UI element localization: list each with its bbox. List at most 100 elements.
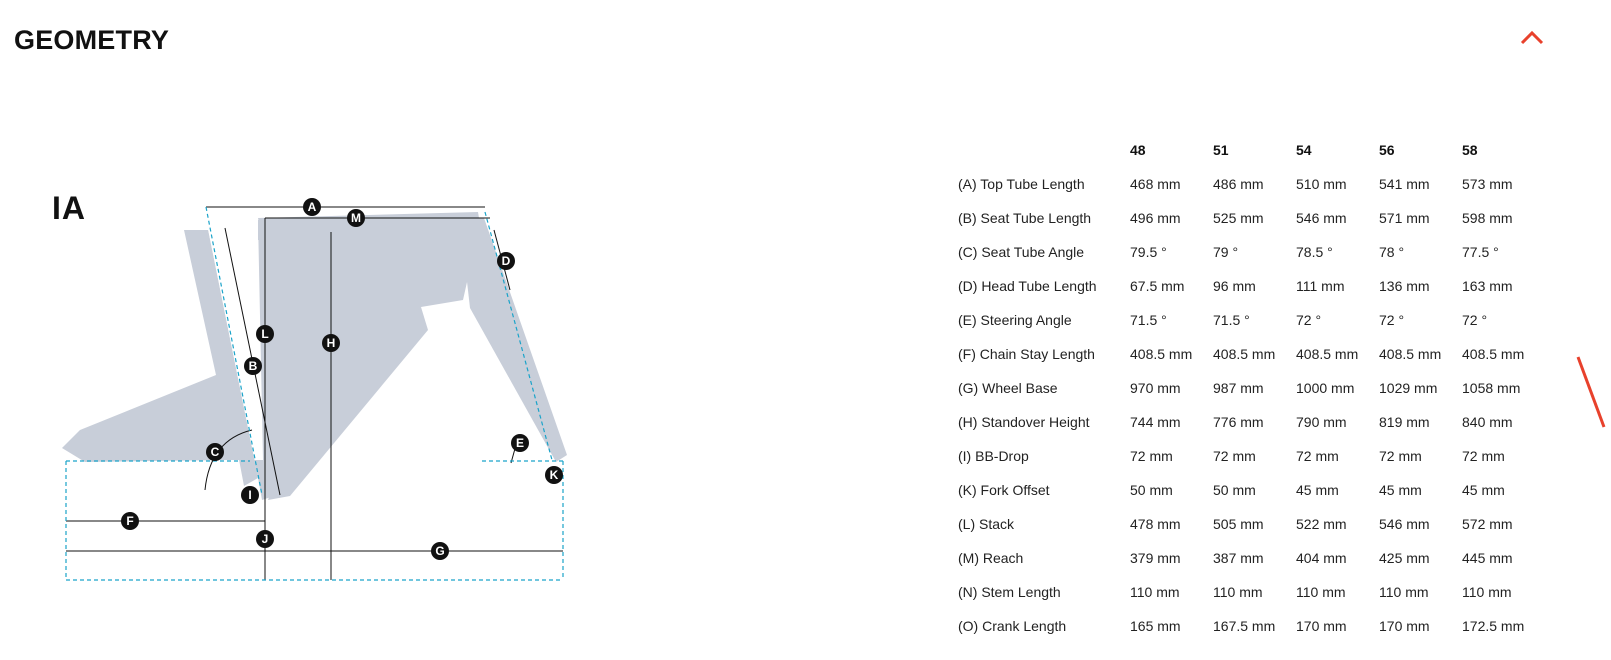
row-value: 78 °	[1379, 244, 1405, 260]
row-value: 72 mm	[1130, 448, 1173, 464]
row-label: (O) Crank Length	[958, 618, 1067, 634]
marker-j: J	[256, 530, 274, 548]
row-value: 408.5 mm	[1379, 346, 1442, 362]
frame-silhouette	[62, 212, 567, 500]
row-value: 790 mm	[1296, 414, 1347, 430]
marker-g: G	[431, 542, 449, 560]
row-value: 525 mm	[1213, 210, 1264, 226]
svg-text:G: G	[435, 544, 444, 558]
svg-text:F: F	[126, 514, 133, 528]
size-header: 51	[1213, 142, 1229, 158]
collapse-button[interactable]	[1518, 28, 1546, 48]
table-row: (O) Crank Length 165 mm 167.5 mm 170 mm 170 …	[958, 609, 1545, 643]
row-value: 840 mm	[1462, 414, 1513, 430]
svg-text:H: H	[327, 336, 336, 350]
row-value: 165 mm	[1130, 618, 1181, 634]
marker-a: A	[303, 198, 321, 216]
row-value: 496 mm	[1130, 210, 1181, 226]
svg-text:L: L	[261, 327, 268, 341]
row-value: 505 mm	[1213, 516, 1264, 532]
row-value: 408.5 mm	[1462, 346, 1525, 362]
row-value: 408.5 mm	[1130, 346, 1193, 362]
row-value: 1029 mm	[1379, 380, 1438, 396]
row-value: 408.5 mm	[1296, 346, 1359, 362]
row-value: 50 mm	[1130, 482, 1173, 498]
row-value: 72 mm	[1462, 448, 1505, 464]
row-value: 408.5 mm	[1213, 346, 1276, 362]
row-label: (G) Wheel Base	[958, 380, 1058, 396]
row-value: 170 mm	[1296, 618, 1347, 634]
row-value: 445 mm	[1462, 550, 1513, 566]
row-label: (D) Head Tube Length	[958, 278, 1097, 294]
row-value: 546 mm	[1379, 516, 1430, 532]
row-label: (C) Seat Tube Angle	[958, 244, 1085, 260]
row-value: 72 °	[1462, 312, 1488, 328]
dimension-lines	[66, 206, 563, 580]
row-value: 425 mm	[1379, 550, 1430, 566]
row-value: 136 mm	[1379, 278, 1430, 294]
marker-m: M	[347, 209, 365, 227]
row-value: 1058 mm	[1462, 380, 1521, 396]
row-label: (I) BB-Drop	[958, 448, 1029, 464]
size-header: 48	[1130, 142, 1146, 158]
row-value: 72 °	[1296, 312, 1322, 328]
row-value: 96 mm	[1213, 278, 1256, 294]
row-value: 45 mm	[1462, 482, 1505, 498]
table-row: (D) Head Tube Length 67.5 mm 96 mm 111 mm 13…	[958, 269, 1545, 303]
row-value: 404 mm	[1296, 550, 1347, 566]
row-label: (E) Steering Angle	[958, 312, 1072, 328]
row-value: 486 mm	[1213, 176, 1264, 192]
row-label: (B) Seat Tube Length	[958, 210, 1092, 226]
row-label: (F) Chain Stay Length	[958, 346, 1095, 362]
row-value: 170 mm	[1379, 618, 1430, 634]
svg-text:J: J	[262, 532, 269, 546]
size-header: 54	[1296, 142, 1312, 158]
row-value: 50 mm	[1213, 482, 1256, 498]
svg-text:D: D	[502, 254, 511, 268]
marker-e: E	[511, 434, 529, 452]
row-value: 72 mm	[1213, 448, 1256, 464]
row-value: 1000 mm	[1296, 380, 1355, 396]
row-value: 110 mm	[1379, 584, 1429, 600]
row-value: 72 °	[1379, 312, 1405, 328]
row-label: (L) Stack	[958, 516, 1015, 532]
red-stroke-mark	[1576, 356, 1606, 428]
row-value: 77.5 °	[1462, 244, 1499, 260]
size-header: 56	[1379, 142, 1395, 158]
row-value: 110 mm	[1213, 584, 1263, 600]
row-value: 79 °	[1213, 244, 1239, 260]
row-value: 110 mm	[1296, 584, 1346, 600]
header-spacer	[958, 133, 1130, 167]
row-label: (M) Reach	[958, 550, 1024, 566]
svg-text:B: B	[249, 359, 258, 373]
row-value: 71.5 °	[1213, 312, 1250, 328]
row-value: 67.5 mm	[1130, 278, 1185, 294]
row-label: (H) Standover Height	[958, 414, 1090, 430]
svg-text:E: E	[516, 436, 524, 450]
row-value: 522 mm	[1296, 516, 1347, 532]
table-row: (F) Chain Stay Length 408.5 mm 408.5 mm 408…	[958, 337, 1545, 371]
row-value: 110 mm	[1130, 584, 1180, 600]
model-name: IA	[52, 190, 86, 226]
row-value: 541 mm	[1379, 176, 1430, 192]
row-value: 45 mm	[1379, 482, 1422, 498]
row-value: 572 mm	[1462, 516, 1513, 532]
row-value: 546 mm	[1296, 210, 1347, 226]
svg-text:A: A	[308, 200, 317, 214]
row-value: 379 mm	[1130, 550, 1181, 566]
svg-text:C: C	[211, 445, 220, 459]
size-header-row: 48 51 54 56 58	[958, 133, 1545, 167]
marker-k: K	[545, 466, 563, 484]
row-value: 478 mm	[1130, 516, 1181, 532]
row-value: 167.5 mm	[1213, 618, 1276, 634]
marker-l: L	[256, 325, 274, 343]
row-value: 111 mm	[1296, 278, 1345, 294]
section-title: GEOMETRY	[14, 25, 170, 55]
row-value: 571 mm	[1379, 210, 1430, 226]
marker-b: B	[244, 357, 262, 375]
